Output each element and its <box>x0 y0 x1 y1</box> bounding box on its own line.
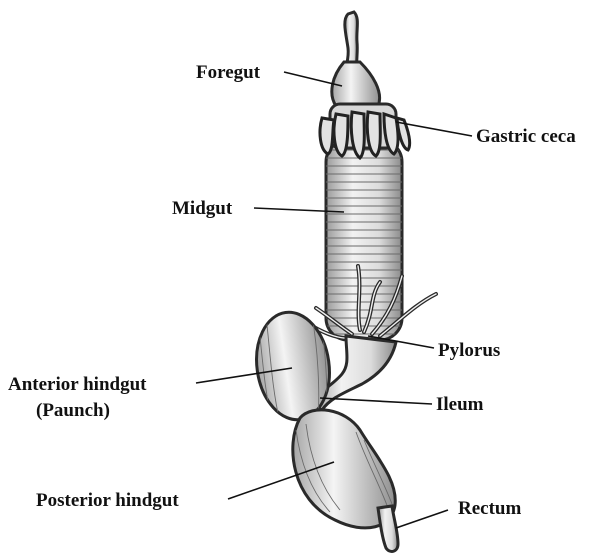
label-pylorus: Pylorus <box>438 340 500 361</box>
foregut-crop <box>332 62 380 106</box>
gastric-cecum-1 <box>320 118 334 154</box>
label-rectum: Rectum <box>458 498 521 519</box>
label-gastric-ceca: Gastric ceca <box>476 126 576 147</box>
rectum <box>378 506 398 551</box>
esophagus-tube <box>345 12 358 68</box>
leader-ileum <box>320 398 432 404</box>
gastric-cecum-2 <box>334 114 348 156</box>
gastric-cecum-4 <box>367 112 380 156</box>
label-posterior-hindgut: Posterior hindgut <box>36 490 179 511</box>
leader-rectum <box>396 510 448 528</box>
label-paunch: (Paunch) <box>36 400 110 421</box>
label-foregut: Foregut <box>196 62 261 83</box>
label-anterior-hindgut: Anterior hindgut <box>8 374 147 395</box>
label-midgut: Midgut <box>172 198 233 219</box>
label-ileum: Ileum <box>436 394 484 415</box>
